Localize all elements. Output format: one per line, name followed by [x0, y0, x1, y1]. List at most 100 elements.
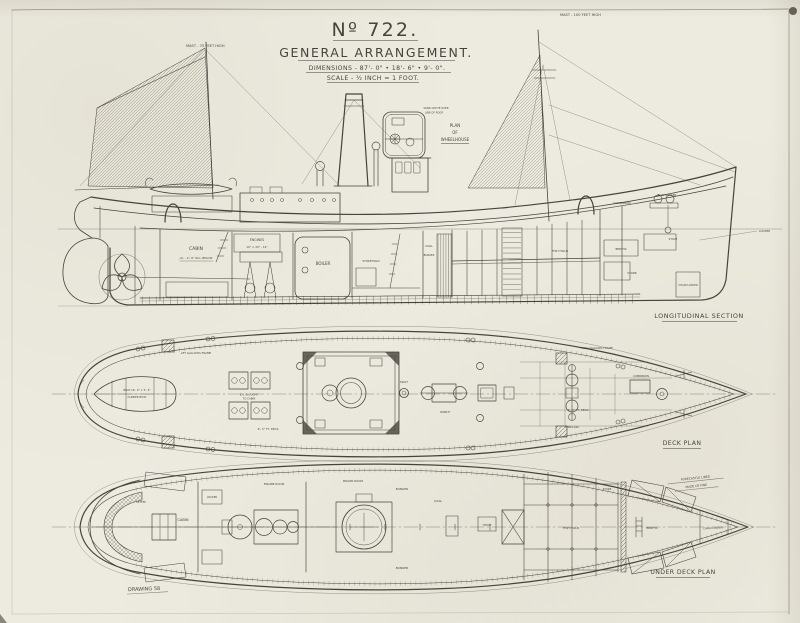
fwd-gallows-port	[555, 352, 568, 365]
label-winch: WINCH	[440, 410, 450, 414]
label-wheelhouse-note-1: WIND CHUTE OVER	[423, 106, 448, 110]
engine-room	[233, 233, 283, 299]
companion-plan	[629, 379, 651, 394]
flywheel	[227, 514, 253, 540]
drawing-number: Nº 722.	[332, 19, 419, 41]
lifeboat-elevation	[145, 177, 237, 213]
sheet-border	[0, 7, 797, 623]
label-cabin: CABIN	[189, 246, 203, 252]
deck-plan-view: BOAT 16'- 0" × 5'- 6" CLINKER BUILT AFT …	[51, 326, 779, 462]
label-wheelhouse-note-2: LINE OF ROOF	[425, 111, 444, 115]
fish-hold-pounds	[523, 471, 619, 583]
drawing-title: GENERAL ARRANGEMENT.	[279, 45, 473, 60]
view-label-under-deck-plan: UNDER DECK PLAN	[650, 569, 715, 576]
label-mizzen-mast-height: MAST - 75 FEET HIGH	[186, 44, 225, 48]
label-boat-2: CLINKER BUILT	[127, 395, 146, 399]
label-deck-note-fwd: 6'- 5" FT. DECK	[568, 408, 589, 412]
label-boiler-room: BOILER ROOM	[343, 479, 363, 483]
scan-mark	[0, 614, 7, 623]
under-deck-plan-view: SETTEE CABIN LOCKER ENGINE ROOM BOILER R…	[51, 459, 779, 595]
label-companion: COMPANION	[613, 201, 630, 205]
coal-bunker-hatched	[436, 233, 453, 298]
label-bunker: BUNKER	[424, 253, 435, 257]
stokehold-space	[351, 233, 421, 289]
ships-boat	[93, 376, 177, 412]
label-cabin-udp: CABIN	[177, 518, 188, 522]
scan-blotch	[789, 7, 797, 15]
deck-hatch	[477, 384, 497, 402]
label-chain-locker: CHAIN LOCKER	[678, 283, 698, 287]
label-wheelhouse-plan-3: WHEELHOUSE	[441, 137, 470, 142]
label-wheelhouse-plan-2: OF	[452, 130, 458, 135]
mizzen-mast	[74, 41, 341, 200]
scale-note: SCALE - ½ INCH = 1 FOOT.	[327, 74, 419, 82]
label-windlass: WINDLASS	[565, 425, 579, 429]
label-berths-udp: BERTHS	[646, 526, 657, 530]
dimensions-note: DIMENSIONS - 87'- 0" • 18'- 6" • 9'- 0".	[309, 65, 446, 72]
label-er-skylight-1: E.R. SKYLIGHT	[240, 393, 259, 397]
trawl-winch	[419, 383, 469, 403]
cabin-space	[165, 231, 229, 298]
label-engine-room: ENGINE ROOM	[264, 482, 285, 486]
label-coal: COAL	[425, 244, 433, 248]
funnel-plan	[335, 377, 367, 409]
label-locker: LOCKER	[759, 229, 770, 233]
label-companion-deck: COMPANION	[633, 374, 649, 378]
label-engines-1: ENGINES	[250, 238, 264, 242]
label-chain-locker-udp: CHAIN LOCKER	[703, 525, 723, 530]
label-stove: STOVE	[669, 237, 678, 241]
er-skylights	[228, 371, 271, 420]
view-label-longitudinal-section: LONGITUDINAL SECTION	[654, 312, 744, 320]
mizzen-sail	[87, 47, 214, 189]
footer-drawing-number: DRAWING 58	[128, 586, 160, 593]
settee-bench	[103, 491, 143, 563]
cowl-vent-aft	[315, 161, 325, 187]
label-store: STORE	[627, 271, 637, 275]
engine-room-plan	[91, 481, 339, 573]
label-store-udp: STORE	[603, 487, 612, 491]
trawl-gallows-elevation	[164, 195, 595, 223]
view-label-deck-plan: DECK PLAN	[663, 440, 702, 447]
engine-casing	[302, 351, 400, 435]
rudder	[62, 205, 109, 305]
label-bunker-aft: BUNKER	[396, 566, 408, 570]
wheelhouse-plan-inset	[382, 111, 426, 159]
forecastle-section	[603, 204, 758, 298]
label-fwd-gallows: FWD GALLOWS FRAME	[581, 346, 613, 350]
label-stokehold: STOKEHOLD	[362, 259, 379, 263]
label-wheelhouse-plan-1: PLAN	[450, 123, 460, 128]
label-mast: MAST	[400, 380, 408, 384]
label-fish-hold-udp: FISH HOLD	[563, 526, 580, 530]
label-bow-note-1: FORECASTLE LINED	[681, 474, 711, 481]
label-boat-1: BOAT 16'- 0" × 5'- 6"	[123, 388, 150, 392]
vent-plan	[321, 384, 339, 402]
stove-icon	[664, 226, 672, 234]
label-boiler: BOILER	[316, 261, 331, 266]
mast-plan	[399, 388, 409, 398]
footer: DRAWING 58	[127, 586, 169, 595]
deckhouse-casing	[239, 186, 341, 223]
boiler-room-plan	[335, 493, 393, 553]
label-main-mast-height: MAST - 100 FEET HIGH	[560, 13, 601, 17]
deck-fittings	[135, 336, 693, 452]
internal-structure	[139, 185, 727, 306]
label-bow-roller: BOW ROLLER	[658, 193, 677, 197]
wheelhouse-elevation	[388, 157, 432, 193]
fore-staysail	[467, 54, 546, 189]
label-settee: SETTEE	[136, 500, 146, 504]
windlass-plan	[565, 363, 579, 421]
aft-gallows-port	[161, 339, 175, 353]
aft-gallows-stbd	[161, 435, 175, 449]
hold-fittings	[349, 509, 525, 545]
under-deck-hull-outline	[73, 459, 755, 595]
bow-annotation: FORECASTLE LINED MADE OF PINE	[667, 474, 724, 492]
label-coal-udp: COAL	[434, 499, 442, 503]
hull-profile	[73, 166, 737, 306]
label-cabin-note: J.K. - 2'- 6" W.C. BELOW	[179, 256, 213, 260]
fish-hold-section	[451, 219, 601, 297]
label-bunker-fwd: BUNKER	[396, 487, 408, 491]
longitudinal-section-view: MAST - 75 FEET HIGH MAST - 100 FEET HIGH	[57, 13, 783, 322]
cowl-vent-fwd	[371, 141, 381, 187]
deck-pound-boards	[519, 361, 673, 427]
